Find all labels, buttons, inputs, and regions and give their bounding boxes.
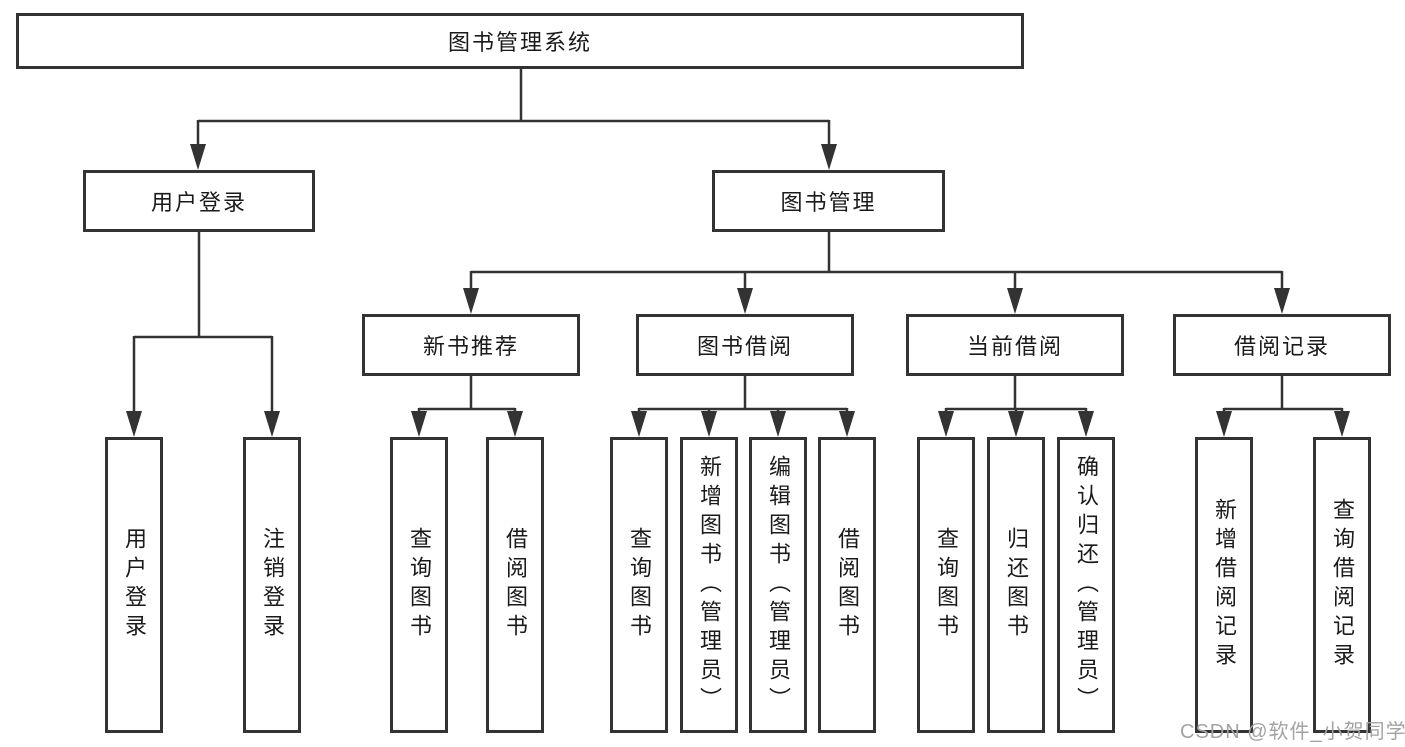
node-label: 当前借阅 <box>966 334 1063 359</box>
arrowhead <box>463 288 479 314</box>
arrowhead <box>1274 288 1290 314</box>
connector-newbook-to-leaves <box>417 375 517 413</box>
leaf-label: 查询借阅记录 <box>1330 498 1355 672</box>
connector-bookborrow-to-leaves <box>637 375 849 413</box>
arrowhead <box>631 411 647 437</box>
leaf-return-books: 归还图书 <box>987 437 1045 733</box>
arrowhead <box>770 411 786 437</box>
arrowhead <box>821 144 837 170</box>
connector-root-to-level2 <box>196 68 831 146</box>
connector-currentborrow-to-leaves <box>944 375 1088 413</box>
leaf-edit-books-admin: 编辑图书（管理员） <box>749 437 807 733</box>
leaf-label: 借阅图书 <box>503 527 528 643</box>
arrowhead <box>507 411 523 437</box>
leaf-label: 注销登录 <box>260 527 285 643</box>
connector-records-to-leaves <box>1222 375 1344 413</box>
arrowhead <box>1334 411 1350 437</box>
node-user-login: 用户登录 <box>83 170 315 232</box>
arrowhead <box>264 411 280 437</box>
leaf-label: 编辑图书（管理员） <box>766 454 791 716</box>
node-label: 用户登录 <box>150 190 247 215</box>
node-book-borrow: 图书借阅 <box>636 314 854 376</box>
arrowhead <box>126 411 142 437</box>
node-new-book-recommend: 新书推荐 <box>362 314 580 376</box>
leaf-query-books-current: 查询图书 <box>917 437 975 733</box>
node-root-system: 图书管理系统 <box>16 13 1024 69</box>
node-current-borrow: 当前借阅 <box>906 314 1124 376</box>
node-book-management: 图书管理 <box>712 170 945 232</box>
leaf-query-books-borrow: 查询图书 <box>610 437 668 733</box>
leaf-confirm-return-admin: 确认归还（管理员） <box>1057 437 1115 733</box>
node-borrow-records: 借阅记录 <box>1173 314 1391 376</box>
leaf-label: 新增图书（管理员） <box>697 454 722 716</box>
leaf-user-login: 用户登录 <box>105 437 163 733</box>
leaf-label: 新增借阅记录 <box>1212 498 1237 672</box>
connector-bookmgmt-to-level3 <box>469 231 1284 290</box>
arrowhead <box>1007 288 1023 314</box>
arrowhead <box>1216 411 1232 437</box>
arrowhead <box>839 411 855 437</box>
node-label: 新书推荐 <box>422 334 519 359</box>
csdn-watermark: CSDN @软件_小贺同学 <box>1180 721 1405 743</box>
node-label: 图书管理系统 <box>447 30 592 55</box>
leaf-label: 查询图书 <box>627 527 652 643</box>
leaf-label: 借阅图书 <box>835 527 860 643</box>
leaf-add-books-admin: 新增图书（管理员） <box>680 437 738 733</box>
leaf-query-books-recommend: 查询图书 <box>390 437 448 733</box>
arrowhead <box>701 411 717 437</box>
leaf-query-borrow-record: 查询借阅记录 <box>1313 437 1371 733</box>
leaf-label: 归还图书 <box>1004 527 1029 643</box>
arrowhead <box>190 144 206 170</box>
leaf-label: 用户登录 <box>122 527 147 643</box>
arrowhead <box>1078 411 1094 437</box>
node-label: 借阅记录 <box>1233 334 1330 359</box>
leaf-label: 确认归还（管理员） <box>1074 454 1099 716</box>
connector-userlogin-to-leaves <box>132 231 274 413</box>
leaf-borrow-books-recommend: 借阅图书 <box>486 437 544 733</box>
node-label: 图书借阅 <box>696 334 793 359</box>
leaf-add-borrow-record: 新增借阅记录 <box>1195 437 1253 733</box>
leaf-label: 查询图书 <box>934 527 959 643</box>
arrowhead <box>1008 411 1024 437</box>
arrowhead <box>411 411 427 437</box>
leaf-logout: 注销登录 <box>243 437 301 733</box>
arrowhead <box>938 411 954 437</box>
arrowhead <box>737 288 753 314</box>
leaf-label: 查询图书 <box>407 527 432 643</box>
node-label: 图书管理 <box>780 190 877 215</box>
leaf-borrow-books: 借阅图书 <box>818 437 876 733</box>
